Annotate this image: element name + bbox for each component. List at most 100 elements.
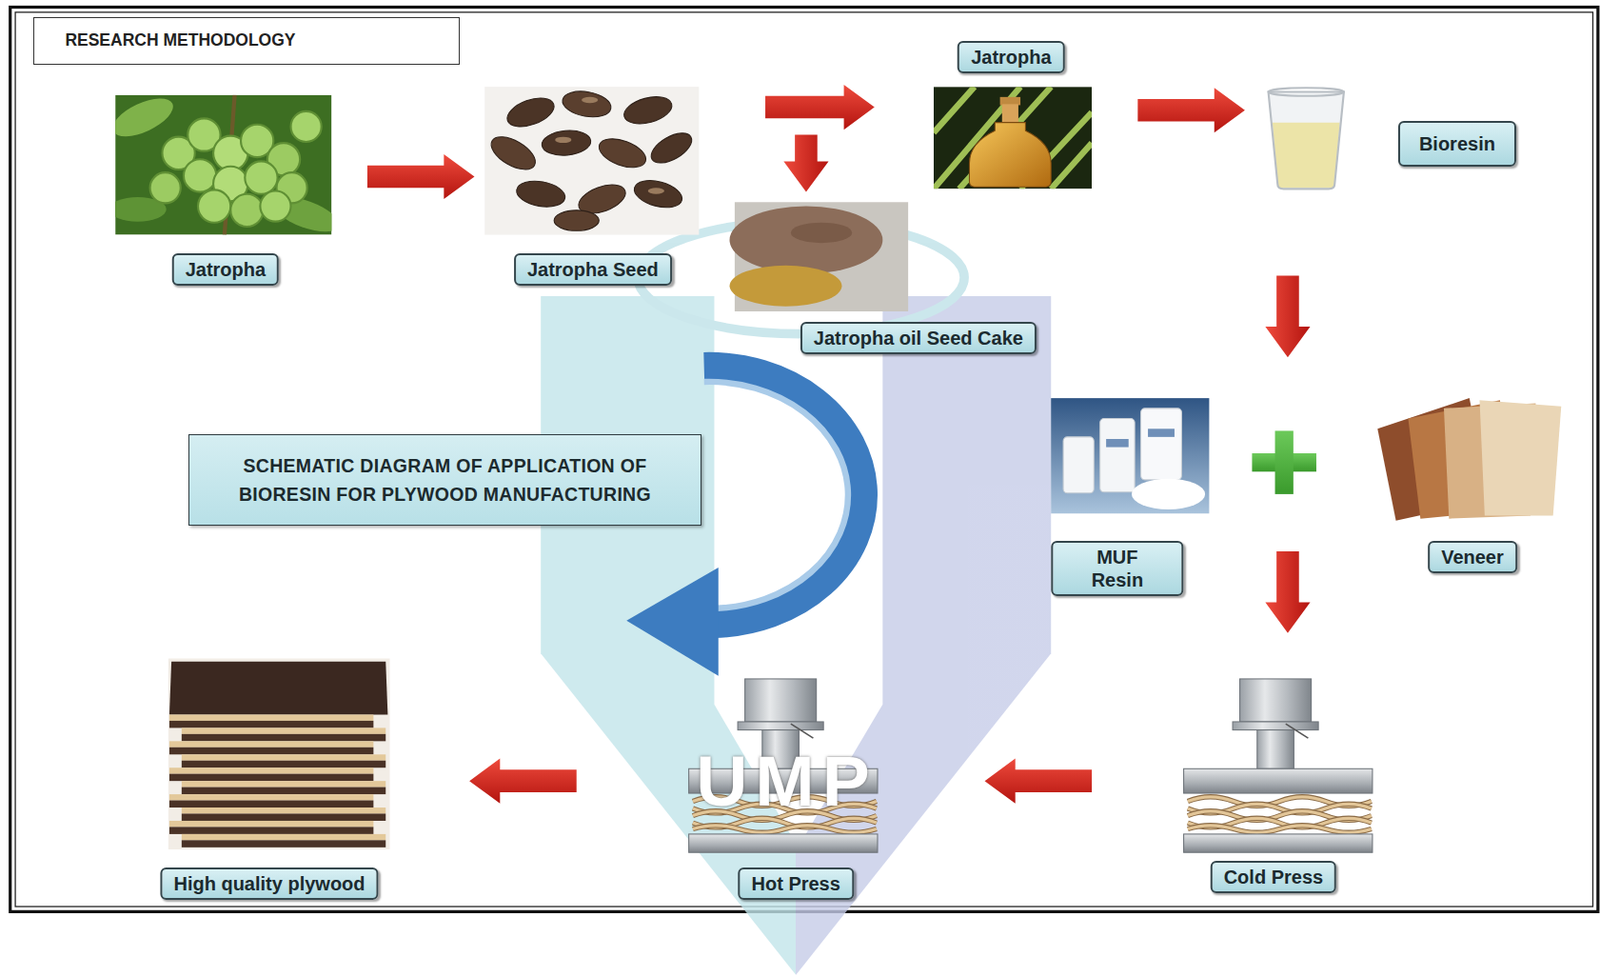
jatropha-seed-photo-part: [646, 126, 697, 169]
watermark-logo: [540, 221, 1051, 975]
arrow-shape: [765, 84, 875, 130]
label-box: Cold Press: [1210, 860, 1337, 893]
plywood-photo-part: [181, 727, 386, 733]
label-box: Veneer: [1427, 540, 1518, 573]
muf-resin-photo-part: [1141, 408, 1183, 480]
label-box: High quality plywood: [159, 867, 378, 900]
jatropha-fruit-photo: [115, 95, 332, 236]
jatropha-oil-photo-part: [1000, 97, 1021, 106]
plywood-photo-part: [169, 800, 374, 809]
jatropha-seed-photo-part: [581, 97, 598, 103]
arrow-shape: [367, 154, 475, 199]
plywood-photo-part: [169, 747, 374, 755]
node-label: Jatropha: [185, 257, 266, 281]
bioresin-beaker-part: [1268, 87, 1344, 97]
cycle-arrow-part: [704, 381, 849, 609]
plywood-photo-part: [181, 753, 386, 760]
jatropha-oil-photo-part: [933, 86, 1092, 189]
outer-frame: [10, 7, 1599, 912]
title-box: RESEARCH METHODOLOGY: [33, 17, 460, 64]
node-label: Hot Press: [751, 871, 841, 895]
jatropha-fruit-photo-part: [244, 160, 277, 194]
flow-arrow: [367, 154, 475, 199]
process-step: Cold Press: [1184, 678, 1373, 852]
jatropha-seed-photo-part: [594, 133, 650, 174]
jatropha-fruit-photo-part: [291, 111, 322, 142]
bioresin-beaker-part: [1272, 122, 1341, 189]
plywood-photo-part: [169, 773, 374, 782]
cycle-arrow-part: [704, 367, 863, 623]
plywood-photo-part: [181, 812, 386, 821]
hot-press-figure: [689, 678, 878, 852]
plywood-photo-part: [169, 767, 374, 773]
bioresin-beaker-part: [1268, 91, 1344, 189]
process-step: Bioresin: [1260, 86, 1352, 189]
muf-resin-photo-part: [1100, 418, 1135, 493]
jatropha-fruit-photo-part: [115, 95, 178, 145]
process-step: Jatropha oil Seed Cake: [734, 201, 909, 312]
flow-arrow: [1264, 275, 1310, 633]
jatropha-seed-photo-part: [648, 187, 665, 194]
process-step: Jatropha: [933, 86, 1092, 189]
arrow-shape: [1137, 87, 1245, 133]
muf-resin-photo-part: [1106, 438, 1129, 448]
process-step: Jatropha Seed: [484, 86, 699, 235]
plus-sign-part: [1275, 430, 1294, 494]
veneer-photo: [1369, 387, 1565, 524]
muf-resin-photo-part: [1147, 428, 1175, 437]
jatropha-fruit-photo-part: [259, 190, 291, 221]
jatropha-fruit-photo-part: [150, 172, 181, 203]
arrow-shape: [469, 758, 577, 804]
flow-arrow: [783, 135, 829, 193]
node-label: MUF Resin: [1086, 545, 1149, 592]
muf-resin-photo-part: [1050, 397, 1209, 514]
plywood-photo-part: [181, 833, 386, 840]
outer-frame-part: [10, 7, 1599, 912]
seed-cake-photo-part: [790, 222, 852, 243]
label-box: Bioresin: [1398, 120, 1517, 167]
flow-arrow: [765, 84, 875, 130]
jatropha-seed-photo-part: [484, 86, 699, 235]
flow-arrow: [469, 758, 577, 804]
jatropha-oil-photo: [933, 86, 1092, 189]
label-box: Jatropha Seed: [513, 253, 672, 286]
muf-resin-photo-part: [1063, 436, 1094, 494]
bioresin-beaker: [1268, 87, 1344, 189]
jatropha-seed-photo-part: [560, 87, 613, 120]
watermark-logo-part: [540, 296, 1051, 975]
bioresin-beaker-part: [1268, 91, 1344, 189]
node-label: High quality plywood: [173, 871, 365, 895]
arrow-shape: [985, 758, 1093, 804]
node-label: Cold Press: [1224, 865, 1324, 889]
node-label: Jatropha: [970, 45, 1051, 69]
process-step: Veneer: [1369, 387, 1565, 524]
jatropha-seed-photo-part: [514, 177, 568, 211]
flow-arrow: [985, 758, 1093, 804]
seed-cake-photo: [730, 201, 909, 312]
plywood-photo-part: [169, 793, 374, 800]
label-box: Hot Press: [738, 867, 854, 900]
muf-resin-photo-part: [1131, 478, 1205, 510]
jatropha-seed-photo-part: [554, 137, 572, 143]
arrow-shape: [783, 135, 829, 193]
outer-frame-part: [15, 12, 1593, 907]
plywood-photo-part: [169, 713, 374, 720]
plywood-photo-part: [181, 760, 386, 769]
watermark-logo-part: [637, 221, 965, 335]
watermark-text: UMP: [695, 745, 878, 817]
arrow-shape: [1264, 275, 1310, 357]
seed-cake-photo-part: [730, 265, 843, 307]
jatropha-fruit-photo-part: [230, 194, 263, 227]
node-label: Bioresin: [1419, 132, 1496, 156]
jatropha-seed-photo-part: [621, 92, 675, 129]
label-box: Jatropha: [957, 40, 1065, 74]
veneer-photo-part: [1369, 387, 1565, 524]
plywood-photo-part: [169, 820, 374, 827]
node-label: Jatropha Seed: [527, 257, 659, 281]
plywood-photo-part: [169, 826, 374, 834]
cold-press-figure: [1184, 678, 1373, 852]
cold-press-figure-part: [1184, 678, 1373, 852]
jatropha-seed-photo-part: [486, 130, 541, 177]
plywood-photo-part: [181, 839, 386, 848]
